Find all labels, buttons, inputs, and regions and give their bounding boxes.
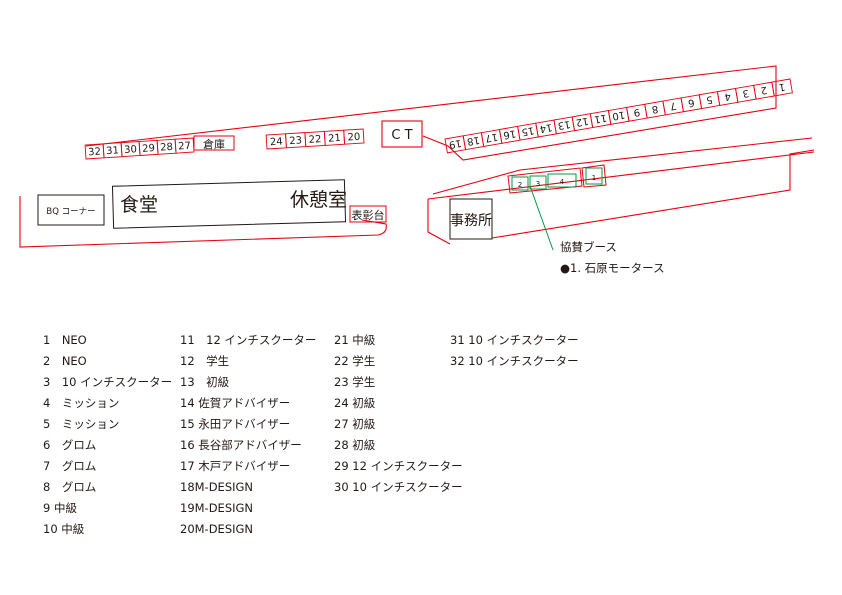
stall-number: 15: [521, 124, 535, 137]
lower-track-outline: [427, 149, 815, 245]
sponsor-booth-2-label: 2: [518, 181, 522, 189]
legend-item: 12 学生: [180, 354, 230, 368]
legend-item: 20M-DESIGN: [180, 522, 254, 536]
legend-item: 18M-DESIGN: [180, 480, 254, 494]
stall-number: 22: [308, 134, 321, 146]
sponsor-booth-1: [585, 167, 603, 185]
warehouse-label: 倉庫: [203, 137, 225, 151]
legend-item: 6 グロム: [43, 438, 97, 452]
stall-box: [343, 128, 365, 145]
stall-box: [444, 135, 467, 154]
sponsor-booth-area: 2 3 4 1: [507, 164, 607, 194]
legend-item: 1 NEO: [43, 333, 87, 347]
stall-box: [174, 137, 195, 154]
legend-item: 13 初級: [180, 375, 230, 389]
stall-number: 7: [669, 99, 677, 111]
stall-number: 21: [328, 133, 341, 145]
legend-item: 29 12 インチスクーター: [334, 459, 463, 473]
legend-item: 15 永田アドバイザー: [180, 417, 291, 431]
cafeteria-label: 食堂: [120, 194, 158, 216]
legend-item: 7 グロム: [43, 459, 97, 473]
mid-stall-row: 24 23 22 21 20: [265, 128, 365, 150]
cafeteria-lounge-box: [111, 179, 347, 229]
legend-item: 30 10 インチスクーター: [334, 480, 463, 494]
legend-item: 9 中級: [43, 501, 77, 515]
stall-number: 3: [742, 87, 750, 99]
podium-label: 表彰台: [352, 208, 385, 222]
center-island-outline: [432, 137, 813, 195]
sponsor-booth-2: [511, 176, 529, 191]
stall-number: 27: [178, 141, 191, 153]
stall-number: 11: [593, 112, 607, 125]
sponsor-booth-4: [547, 173, 577, 188]
legend-item: 16 長谷部アドバイザー: [180, 438, 302, 452]
legend-item: 27 初級: [334, 417, 376, 431]
legend-item: 8 グロム: [43, 480, 97, 494]
sponsor-booth-3: [529, 175, 547, 190]
podium-box: [349, 205, 387, 223]
stall-number: 17: [484, 131, 498, 144]
stall-number: 31: [106, 145, 119, 157]
legend-item: 19M-DESIGN: [180, 501, 254, 515]
stall-number: 16: [502, 127, 516, 140]
stall-number: 19: [448, 137, 462, 150]
stall-number: 5: [705, 93, 713, 105]
legend-item: 10 中級: [43, 522, 85, 536]
stall-number: 2: [760, 84, 768, 96]
stall-number: 6: [687, 96, 695, 108]
legend-item: 31 10 インチスクーター: [450, 333, 579, 347]
sponsor-booth-title: 協賛ブース: [560, 240, 617, 254]
stall-number: 9: [633, 106, 641, 118]
legend-item: 21 中級: [334, 333, 376, 347]
upper-track-outline: [85, 65, 777, 161]
ct-label: C T: [391, 128, 412, 143]
stall-number: 14: [539, 121, 553, 134]
legend-item: 5 ミッション: [43, 417, 120, 431]
stall-number: 13: [557, 118, 571, 131]
legend-item: 11 12 インチスクーター: [180, 333, 317, 347]
stall-number: 30: [124, 144, 137, 156]
ct-box: [381, 120, 423, 148]
lounge-label: 休憩室: [290, 189, 347, 211]
office-label: 事務所: [450, 213, 492, 229]
stall-number: 12: [575, 115, 589, 128]
legend-item: 4 ミッション: [43, 396, 120, 410]
stall-number: 23: [289, 135, 302, 147]
left-track-outline: [19, 196, 387, 248]
stall-number: 18: [466, 134, 480, 147]
sponsor-booth-1-label: 1: [592, 174, 596, 182]
sponsor-entry-1: ●1. 石原モータース: [560, 261, 665, 275]
stall-number: 28: [160, 142, 173, 154]
bq-corner-box: [37, 194, 105, 226]
left-stall-row: 32 31 30 29 28 27: [84, 137, 195, 160]
legend-item: 23 学生: [334, 375, 376, 389]
legend-item: 3 10 インチスクーター: [43, 375, 173, 389]
legend-item: 28 初級: [334, 438, 376, 452]
legend-item: 14 佐賀アドバイザー: [180, 396, 291, 410]
bq-corner-label: BQ コーナー: [46, 207, 95, 217]
stall-number: 4: [723, 90, 731, 102]
sponsor-booth-3-label: 3: [536, 180, 540, 188]
sponsor-leader-line: [529, 185, 554, 251]
stall-number: 24: [270, 137, 283, 149]
legend-item: 32 10 インチスクーター: [450, 354, 579, 368]
sponsor-booth-4-label: 4: [560, 178, 565, 186]
stall-number: 20: [347, 132, 360, 144]
stall-number: 29: [142, 143, 155, 155]
stall-number: 8: [651, 103, 659, 115]
warehouse-box: [193, 135, 235, 151]
legend-item: 24 初級: [334, 396, 376, 410]
office-box: [449, 198, 493, 240]
legend-item: 17 木戸アドバイザー: [180, 459, 291, 473]
legend-item: 22 学生: [334, 354, 376, 368]
legend-item: 2 NEO: [43, 354, 87, 368]
stall-number: 32: [88, 147, 101, 159]
stall-number: 10: [611, 108, 625, 121]
stall-number: 1: [778, 81, 786, 93]
